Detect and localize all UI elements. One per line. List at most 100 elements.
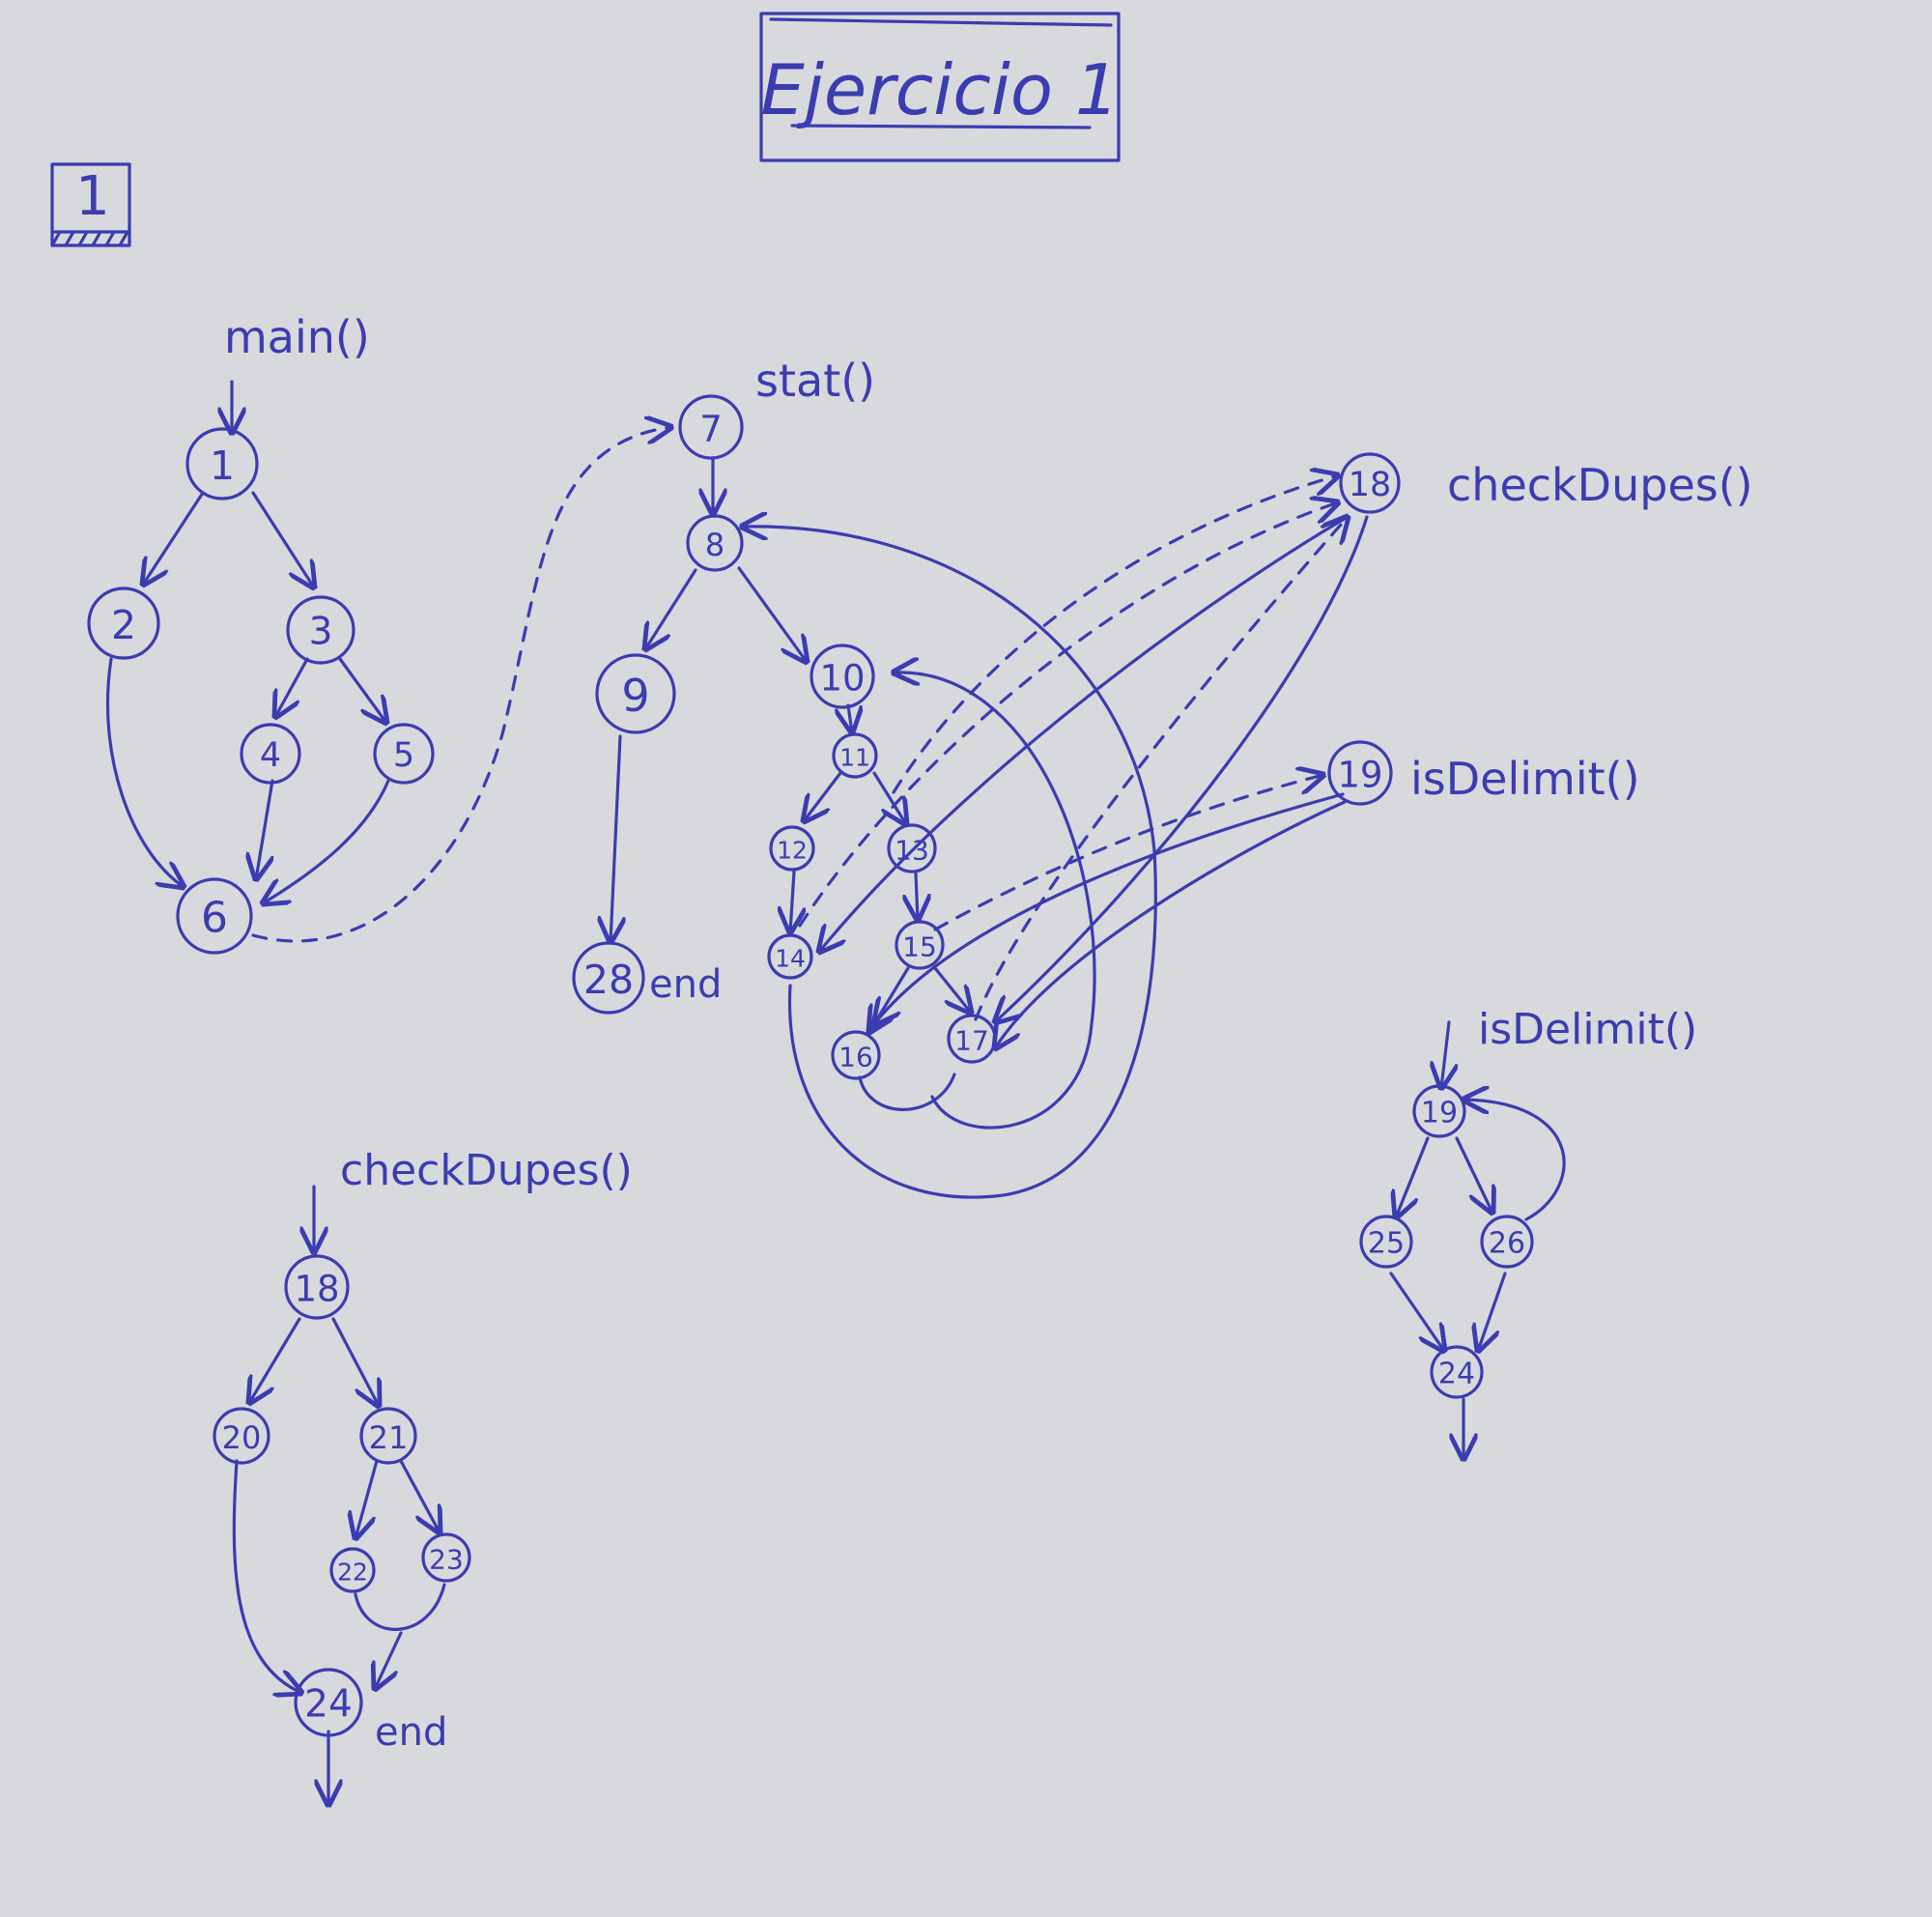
- node-n22: 22: [329, 1547, 376, 1593]
- node-circle: [767, 933, 813, 980]
- label-checkdupes-graph: checkDupes(): [340, 1146, 633, 1195]
- edge-8-9: [645, 568, 697, 649]
- node-label: 11: [839, 744, 870, 772]
- label-main: main(): [224, 311, 370, 363]
- node-circle: [887, 823, 937, 873]
- node-circle: [1480, 1215, 1534, 1269]
- title-frame-overline: [769, 17, 1113, 27]
- edge-16-17-to-10: [894, 672, 1096, 1130]
- label-isdelimit-graph: isDelimit(): [1478, 1005, 1697, 1054]
- node-n23: 23: [421, 1532, 471, 1583]
- node-circle: [1327, 740, 1393, 806]
- edge-15-17: [933, 966, 971, 1013]
- node-circle: [895, 920, 945, 970]
- page-title: Ejercicio 1: [760, 49, 1119, 130]
- node-label: 24: [304, 1683, 353, 1727]
- node-label: 9: [621, 670, 649, 722]
- node-circle: [686, 514, 744, 572]
- edge-26-19: [1463, 1100, 1566, 1221]
- label-stat: stat(): [755, 355, 875, 407]
- call-edge-15-19: [933, 775, 1323, 931]
- node-n1: 1: [185, 427, 259, 501]
- node-n10: 10: [810, 644, 875, 709]
- edge-25-24: [1389, 1272, 1444, 1351]
- node-circle: [87, 587, 160, 660]
- node-label: 2: [111, 602, 136, 648]
- edge-3-5: [338, 657, 386, 723]
- node-circle: [1430, 1345, 1484, 1399]
- node-circle: [1359, 1215, 1413, 1269]
- node-circle: [373, 723, 435, 785]
- node-circle: [831, 1030, 881, 1080]
- node-label: 28: [583, 957, 634, 1003]
- node-label: 25: [1368, 1227, 1405, 1261]
- node-circle: [240, 723, 301, 785]
- node-circle: [1339, 452, 1401, 514]
- call-edge-6-7: [251, 427, 671, 943]
- node-label: 8: [705, 527, 724, 563]
- node-circle: [421, 1532, 471, 1583]
- edge-10-11: [848, 703, 852, 732]
- node-label: 24: [1438, 1358, 1475, 1391]
- node-label: 13: [895, 835, 929, 867]
- label-checkdupes-call: checkDupes(): [1447, 459, 1753, 511]
- node-label: 20: [222, 1419, 262, 1456]
- title-underline: [790, 124, 1092, 129]
- node-circle: [572, 941, 645, 1015]
- node-label: 18: [294, 1269, 339, 1310]
- node-n28: 28: [572, 941, 645, 1015]
- edge-12-14: [790, 870, 794, 932]
- call-edge-17-18: [974, 517, 1348, 1021]
- section-hatch: [50, 230, 131, 247]
- node-label: 21: [369, 1419, 409, 1456]
- node-label: 23: [429, 1544, 464, 1576]
- node-n17: 17: [947, 1014, 997, 1064]
- node-n11: 11: [832, 732, 878, 779]
- node-n4: 4: [240, 723, 301, 785]
- node-circle: [284, 1254, 350, 1320]
- label-isdelimit-call: isDelimit(): [1410, 753, 1640, 805]
- node-n20: 20: [213, 1407, 270, 1465]
- section-frame: [50, 162, 131, 247]
- edge-22-23-to-24: [375, 1631, 403, 1689]
- node-n6: 6: [176, 877, 253, 955]
- return-edge-18-17: [995, 515, 1369, 1022]
- edge-22-23-join: [354, 1583, 446, 1631]
- node-circle: [176, 877, 253, 955]
- node-label: 4: [260, 736, 281, 775]
- node-circle: [185, 427, 259, 501]
- node-n3: 3: [286, 595, 355, 665]
- edge-18-21: [331, 1317, 379, 1406]
- node-label: 3: [309, 611, 333, 654]
- return-edge-19-16: [874, 792, 1345, 1024]
- node-circle: [947, 1014, 997, 1064]
- node-circle: [769, 825, 815, 872]
- node-circle: [678, 394, 744, 460]
- edge-5-6: [263, 779, 390, 903]
- edge-4-6: [256, 779, 274, 879]
- node-n24b: 24: [294, 1668, 363, 1737]
- edge-1-3: [251, 491, 314, 587]
- edge-1-2: [143, 491, 205, 585]
- node-label: 16: [838, 1042, 873, 1073]
- node-n18b: 18: [284, 1254, 350, 1320]
- node-n8: 8: [686, 514, 744, 572]
- title-frame: [759, 12, 1121, 162]
- edge-16-17-join: [858, 1073, 956, 1111]
- node-circle: [832, 732, 878, 779]
- node-circle: [329, 1547, 376, 1593]
- node-label: 18: [1349, 466, 1392, 504]
- node-circle: [213, 1407, 270, 1465]
- edge-19-25: [1396, 1136, 1430, 1217]
- edge-8-10: [737, 566, 807, 662]
- node-label: 26: [1489, 1227, 1525, 1261]
- node-circle: [810, 644, 875, 709]
- node-label: 6: [201, 894, 228, 943]
- node-circle: [595, 653, 676, 734]
- edge-11-13: [872, 771, 906, 824]
- title-box: Ejercicio 1: [759, 12, 1121, 162]
- node-n12: 12: [769, 825, 815, 872]
- call-edge-12-18: [798, 502, 1338, 928]
